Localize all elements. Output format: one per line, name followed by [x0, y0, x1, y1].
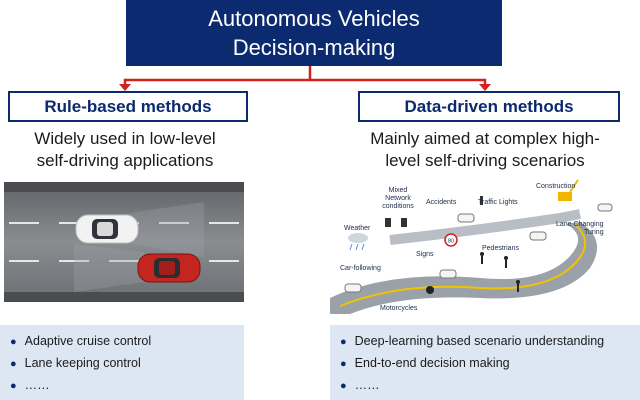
label-mixed: Mixed	[389, 187, 408, 194]
left-connector	[123, 66, 312, 88]
list-item: ●End-to-end decision making	[340, 356, 510, 370]
label-turing: Turing	[584, 229, 604, 236]
list-item: ●……	[10, 378, 50, 392]
list-item: ●Deep-learning based scenario understand…	[340, 334, 605, 348]
bullet-icon: ●	[340, 380, 347, 392]
list-item: ●Adaptive cruise control	[10, 334, 152, 348]
label-lane-changing: Lane Changing	[556, 221, 604, 228]
road-centerline	[339, 223, 586, 307]
white-car	[75, 214, 139, 244]
sensor-beam-top	[124, 202, 204, 257]
svg-text:80: 80	[448, 239, 454, 245]
car-icon	[439, 269, 457, 279]
label-pedestrians: Pedestrians	[482, 245, 519, 252]
upper-road	[389, 209, 581, 245]
diagram-title: Autonomous Vehicles Decision-making	[126, 0, 502, 66]
rule-based-list: ●Adaptive cruise control ●Lane keeping c…	[0, 325, 244, 400]
label-construction: Construction	[536, 183, 575, 190]
label-weather: Weather	[344, 225, 371, 232]
right-connector	[310, 78, 487, 88]
network-tower-icon	[385, 218, 391, 227]
rule-based-desc-line-2: self-driving applications	[36, 151, 214, 170]
pedestrian-icon	[480, 252, 520, 292]
car-icon	[597, 203, 613, 212]
car-icon	[344, 283, 362, 293]
traffic-light-icon	[480, 196, 483, 205]
left-arrowhead	[119, 84, 131, 91]
data-driven-description: Mainly aimed at complex high- level self…	[330, 128, 640, 172]
data-driven-desc-line-2: level self-driving scenarios	[385, 151, 585, 170]
rule-based-desc-line-1: Widely used in low-level	[34, 129, 216, 148]
car-icon	[457, 213, 475, 223]
label-network: Network	[385, 195, 411, 202]
label-car-following: Car-following	[340, 265, 381, 272]
label-signs: Signs	[416, 251, 434, 258]
red-car	[137, 253, 201, 283]
data-driven-list: ●Deep-learning based scenario understand…	[330, 325, 640, 400]
highway-cars-image	[4, 182, 244, 302]
rule-based-heading: Rule-based methods	[8, 91, 248, 122]
driving-scenarios-illustration: 80 Mixed Network conditions Accidents Tr…	[330, 178, 638, 314]
label-accidents: Accidents	[426, 199, 457, 206]
motorcycle-icon	[426, 286, 434, 294]
speed-sign-icon	[444, 233, 458, 247]
label-traffic-lights: Traffic Lights	[478, 199, 518, 206]
right-arrowhead	[479, 84, 491, 91]
bullet-icon: ●	[10, 336, 17, 348]
list-item: ●Lane keeping control	[10, 356, 141, 370]
car-icon	[529, 231, 547, 241]
rule-based-description: Widely used in low-level self-driving ap…	[0, 128, 250, 172]
list-item: ●……	[340, 378, 380, 392]
network-tower-icon	[401, 218, 407, 227]
data-driven-desc-line-1: Mainly aimed at complex high-	[370, 129, 600, 148]
data-driven-heading: Data-driven methods	[358, 91, 620, 122]
title-line-2: Decision-making	[232, 35, 396, 60]
bullet-icon: ●	[10, 380, 17, 392]
connector-arrows	[119, 66, 491, 91]
bullet-icon: ●	[340, 358, 347, 370]
sensor-beam-bottom	[74, 244, 144, 292]
bullet-icon: ●	[10, 358, 17, 370]
label-motorcycles: Motorcycles	[380, 305, 418, 312]
label-conditions: conditions	[382, 203, 414, 210]
title-line-1: Autonomous Vehicles	[208, 6, 420, 31]
construction-icon	[558, 179, 579, 201]
weather-cloud-icon	[348, 233, 368, 251]
bullet-icon: ●	[340, 336, 347, 348]
